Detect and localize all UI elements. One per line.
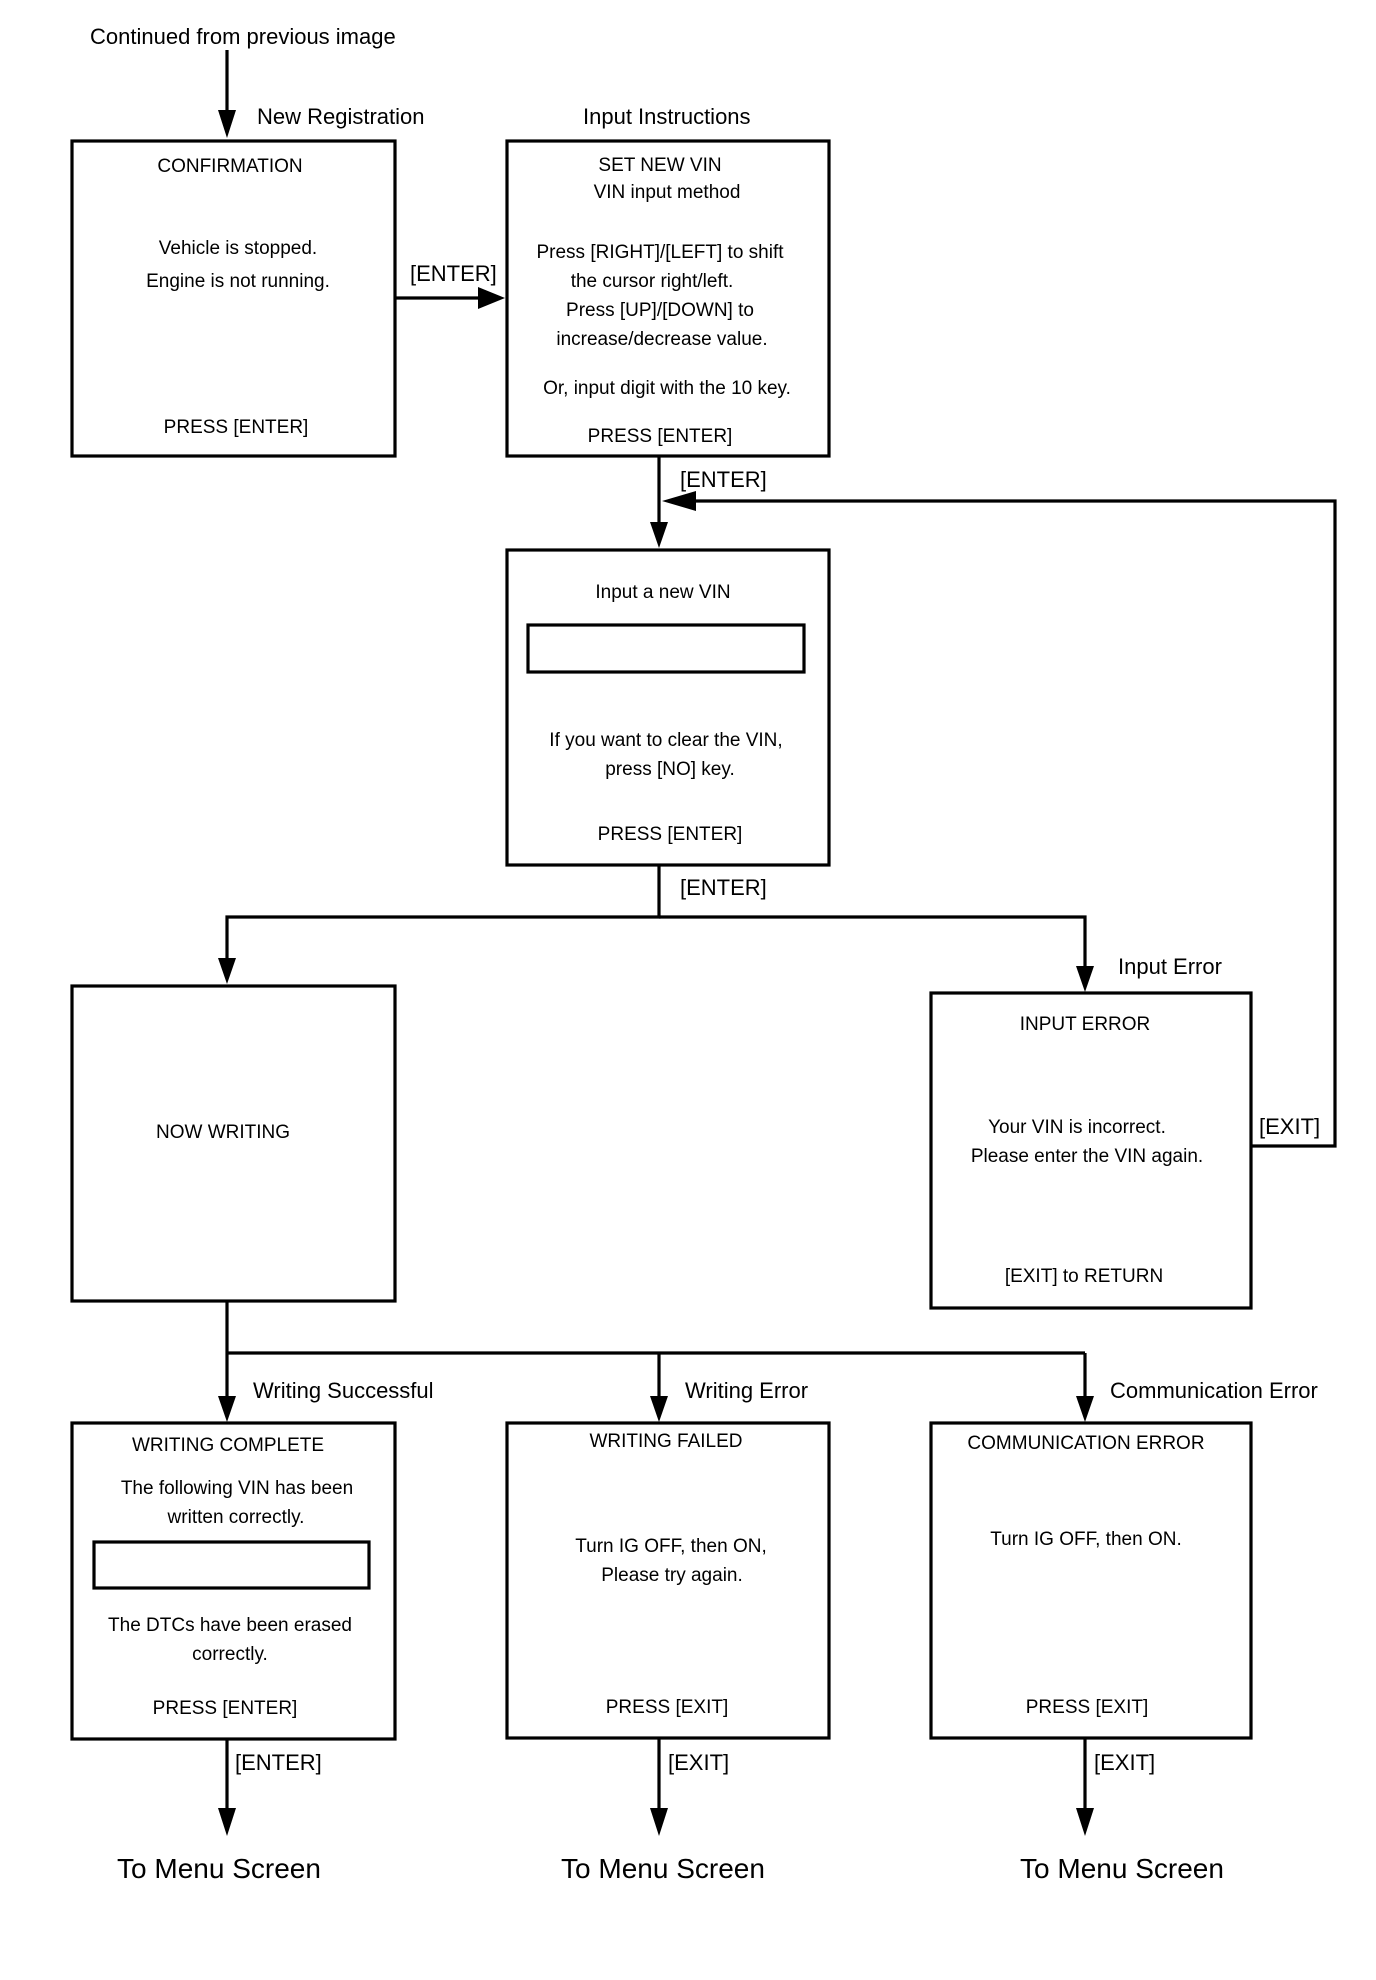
- label-enter-input: [ENTER]: [680, 875, 767, 900]
- label-new-registration: New Registration: [257, 104, 425, 129]
- label-writing-error: Writing Error: [685, 1378, 808, 1403]
- arrowhead-comm-to-menu: [1076, 1808, 1094, 1836]
- input-error-line-2: Please enter the VIN again.: [971, 1146, 1203, 1167]
- arrowhead-to-writing-complete: [218, 1396, 236, 1422]
- set-new-vin-line-1: Press [RIGHT]/[LEFT] to shift: [536, 242, 784, 263]
- label-exit-comm: [EXIT]: [1094, 1750, 1155, 1775]
- box-communication-error: COMMUNICATION ERROR Turn IG OFF, then ON…: [929, 1421, 1253, 1740]
- confirmation-line-1: Vehicle is stopped.: [159, 238, 317, 259]
- writing-complete-line-1: The following VIN has been: [121, 1478, 353, 1499]
- set-new-vin-footer: PRESS [ENTER]: [588, 426, 733, 447]
- confirmation-line-2: Engine is not running.: [146, 271, 330, 292]
- label-input-error: Input Error: [1118, 954, 1222, 979]
- continued-label: Continued from previous image: [90, 24, 396, 49]
- destination-menu-screen-3: To Menu Screen: [1020, 1853, 1224, 1884]
- label-exit-return: [EXIT]: [1259, 1114, 1320, 1139]
- destination-menu-screen-2: To Menu Screen: [561, 1853, 765, 1884]
- confirmation-title: CONFIRMATION: [157, 156, 302, 177]
- connector-input-split: [225, 865, 661, 965]
- input-vin-footer: PRESS [ENTER]: [598, 824, 743, 845]
- input-error-line-1: Your VIN is incorrect.: [988, 1117, 1166, 1138]
- arrowheads: [218, 110, 1094, 1836]
- communication-error-footer: PRESS [EXIT]: [1026, 1697, 1148, 1718]
- box-now-writing: NOW WRITING: [70, 984, 397, 1303]
- set-new-vin-line-4: increase/decrease value.: [556, 329, 767, 350]
- input-vin-line-1: If you want to clear the VIN,: [549, 730, 782, 751]
- input-vin-line-2: press [NO] key.: [605, 759, 735, 780]
- arrowhead-to-input-error: [1076, 966, 1094, 992]
- arrowhead-complete-to-menu: [218, 1808, 236, 1836]
- label-enter-confirm: [ENTER]: [410, 261, 497, 286]
- arrowhead-to-comm-error: [1076, 1396, 1094, 1422]
- input-error-title: INPUT ERROR: [1020, 1014, 1151, 1035]
- box-writing-complete: WRITING COMPLETE The following VIN has b…: [70, 1421, 397, 1741]
- destination-menu-screen-1: To Menu Screen: [117, 1853, 321, 1884]
- box-input-vin: Input a new VIN If you want to clear the…: [505, 548, 831, 867]
- writing-failed-footer: PRESS [EXIT]: [606, 1697, 728, 1718]
- vin-result-field: [92, 1540, 371, 1590]
- arrowhead-confirm-to-set: [478, 287, 505, 309]
- now-writing-title: NOW WRITING: [156, 1122, 290, 1143]
- set-new-vin-title: SET NEW VIN: [598, 155, 721, 176]
- label-input-instructions: Input Instructions: [583, 104, 751, 129]
- arrowhead-start: [218, 110, 236, 138]
- arrowhead-to-writing-failed: [650, 1396, 668, 1422]
- set-new-vin-line-3: Press [UP]/[DOWN] to: [566, 300, 754, 321]
- writing-complete-line-4: correctly.: [192, 1644, 268, 1665]
- writing-failed-line-2: Please try again.: [601, 1565, 743, 1586]
- arrowhead-return-to-input: [662, 491, 696, 511]
- vin-input-field[interactable]: [526, 623, 806, 674]
- label-writing-successful: Writing Successful: [253, 1378, 434, 1403]
- input-vin-title: Input a new VIN: [595, 582, 730, 603]
- box-set-new-vin: SET NEW VIN VIN input method Press [RIGH…: [505, 139, 831, 458]
- writing-failed-line-1: Turn IG OFF, then ON,: [575, 1536, 766, 1557]
- arrowhead-failed-to-menu: [650, 1808, 668, 1836]
- label-communication-error: Communication Error: [1110, 1378, 1318, 1403]
- writing-complete-footer: PRESS [ENTER]: [153, 1698, 298, 1719]
- writing-complete-title: WRITING COMPLETE: [132, 1435, 324, 1456]
- set-new-vin-line-5: Or, input digit with the 10 key.: [543, 378, 791, 399]
- writing-failed-title: WRITING FAILED: [589, 1431, 742, 1452]
- communication-error-title: COMMUNICATION ERROR: [967, 1433, 1204, 1454]
- writing-complete-line-3: The DTCs have been erased: [108, 1615, 352, 1636]
- arrowhead-set-to-input: [650, 522, 668, 548]
- label-enter-complete: [ENTER]: [235, 1750, 322, 1775]
- set-new-vin-subtitle: VIN input method: [594, 182, 741, 203]
- label-enter-set: [ENTER]: [680, 467, 767, 492]
- connectors: [225, 50, 1337, 1815]
- box-confirmation: CONFIRMATION Vehicle is stopped. Engine …: [70, 139, 397, 458]
- box-input-error: INPUT ERROR Your VIN is incorrect. Pleas…: [929, 991, 1253, 1310]
- input-error-footer: [EXIT] to RETURN: [1005, 1266, 1163, 1287]
- connector-to-input-error: [659, 915, 1087, 972]
- box-writing-failed: WRITING FAILED Turn IG OFF, then ON, Ple…: [505, 1421, 831, 1740]
- writing-complete-line-2: written correctly.: [167, 1507, 305, 1528]
- confirmation-footer: PRESS [ENTER]: [164, 417, 309, 438]
- arrowhead-to-now-writing: [218, 958, 236, 984]
- connector-input-error-return: [690, 499, 1337, 1148]
- communication-error-line-1: Turn IG OFF, then ON.: [990, 1529, 1181, 1550]
- set-new-vin-line-2: the cursor right/left.: [571, 271, 734, 292]
- label-exit-failed: [EXIT]: [668, 1750, 729, 1775]
